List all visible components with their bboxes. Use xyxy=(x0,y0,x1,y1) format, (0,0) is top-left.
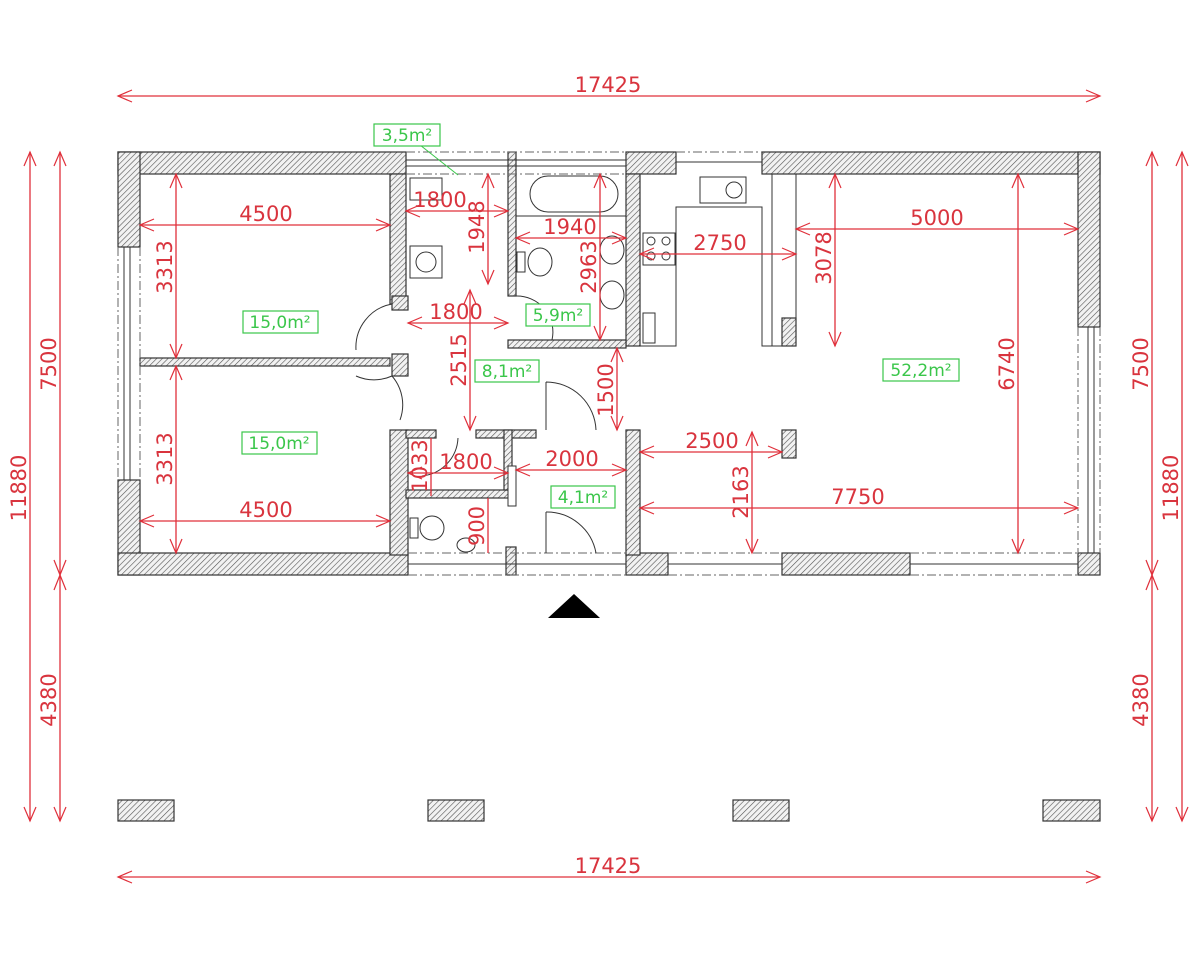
dim-left-house: 7500 xyxy=(37,337,61,390)
area-bedroom-2: 15,0m² xyxy=(248,434,309,454)
dim-living-depth-2: 2163 xyxy=(729,465,753,518)
dim-kitchen-width: 2750 xyxy=(693,231,746,255)
dim-left-total: 11880 xyxy=(7,455,31,522)
dim-bed2-width: 4500 xyxy=(239,498,292,522)
area-bedroom-1: 15,0m² xyxy=(249,313,310,333)
area-entrance: 4,1m² xyxy=(558,488,608,508)
dim-hall-depth: 2515 xyxy=(447,333,471,386)
dim-bath-depth: 2963 xyxy=(577,240,601,293)
kitchen-partitions xyxy=(639,174,797,347)
dim-overall-top: 17425 xyxy=(575,73,642,97)
dim-entrance-width: 2000 xyxy=(545,447,598,471)
dim-entrance-depth: 1500 xyxy=(594,363,618,416)
dim-bath-width: 1940 xyxy=(543,215,596,239)
dim-living-width-1: 5000 xyxy=(910,206,963,230)
area-hall: 8,1m² xyxy=(482,362,532,382)
windows xyxy=(117,151,1101,576)
dim-left-terrace: 4380 xyxy=(37,673,61,726)
dim-right-total: 11880 xyxy=(1159,455,1183,522)
dimension-lines xyxy=(23,89,1189,884)
dim-overall-bottom: 17425 xyxy=(575,854,642,878)
wc-toilet-icon xyxy=(419,515,445,541)
dim-right-terrace: 4380 xyxy=(1129,673,1153,726)
entrance-arrow-icon xyxy=(548,594,600,618)
sanitary-fixtures xyxy=(409,175,626,553)
dim-living-width-3: 7750 xyxy=(831,485,884,509)
wc-basin-icon xyxy=(456,537,476,553)
dim-living-depth-1: 3078 xyxy=(812,231,836,284)
area-living-kitchen: 52,2m² xyxy=(890,361,951,381)
dimension-texts: 17425 17425 11880 7500 4380 11880 7500 4… xyxy=(7,73,1183,878)
dim-utility-width: 1800 xyxy=(413,188,466,212)
area-utility: 3,5m² xyxy=(382,126,432,146)
terrace-posts xyxy=(117,799,1101,822)
dim-bed2-depth: 3313 xyxy=(153,432,177,485)
washing-machine-icon xyxy=(409,245,443,279)
bathtub-icon xyxy=(529,175,619,213)
dim-hall-width: 1800 xyxy=(429,300,482,324)
dim-living-depth-3: 6740 xyxy=(995,337,1019,390)
area-labels: 15,0m² 15,0m² 3,5m² 5,9m² 8,1m² 4,1m² 52… xyxy=(241,123,960,509)
toilet-icon xyxy=(527,247,553,277)
sink-icon xyxy=(699,176,747,204)
sink-utility-icon xyxy=(409,177,443,201)
dim-bed1-depth: 3313 xyxy=(153,240,177,293)
outer-walls xyxy=(117,151,1101,576)
dim-living-width-2: 2500 xyxy=(685,429,738,453)
washbasin-2-icon xyxy=(599,280,625,310)
cooktop-icon xyxy=(642,232,676,266)
dim-wc-depth-2: 900 xyxy=(465,506,489,546)
dim-wc-width: 1800 xyxy=(439,450,492,474)
dim-wc-depth-1: 1033 xyxy=(408,439,432,492)
area-bathroom: 5,9m² xyxy=(533,306,583,326)
dim-right-house: 7500 xyxy=(1129,337,1153,390)
dim-bed1-width: 4500 xyxy=(239,202,292,226)
dim-utility-depth: 1948 xyxy=(465,200,489,253)
